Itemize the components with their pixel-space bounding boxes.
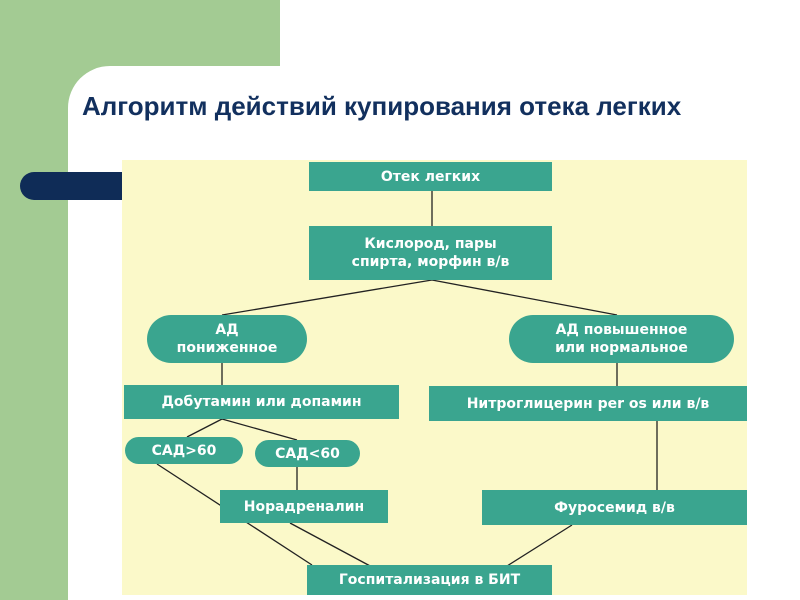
connector-dobutamine-sbp-lt60 [221, 418, 298, 441]
node-edema: Отек легких [309, 162, 552, 191]
node-dobutamine-dopamine: Добутамин или допамин [124, 385, 399, 419]
connector-dobutamine-sbp-gt60 [186, 418, 223, 438]
node-bp-high: АД повышенное или нормальное [509, 315, 734, 363]
node-sbp-below-60: САД<60 [255, 440, 360, 467]
slide-title: Алгоритм действий купирования отека легк… [82, 91, 682, 121]
node-noradrenaline: Норадреналин [220, 490, 388, 523]
connector-oxygen-bp-high [431, 279, 618, 316]
node-hospitalization-icu: Госпитализация в БИТ [307, 565, 552, 595]
node-furosemide: Фуросемид в/в [482, 490, 747, 525]
node-bp-low: АД пониженное [147, 315, 307, 363]
slide-accent-bar [20, 172, 140, 200]
node-nitroglycerin: Нитроглицерин per os или в/в [429, 386, 747, 421]
flowchart: Отек легких Кислород, пары спирта, морфи… [122, 160, 747, 595]
node-sbp-above-60: САД>60 [125, 437, 243, 464]
connector-noradrenaline-hospital [289, 522, 373, 568]
connector-oxygen-bp-low [221, 279, 433, 316]
connector-furosemide-hospital [506, 524, 573, 567]
node-oxygen-morphine: Кислород, пары спирта, морфин в/в [309, 226, 552, 280]
